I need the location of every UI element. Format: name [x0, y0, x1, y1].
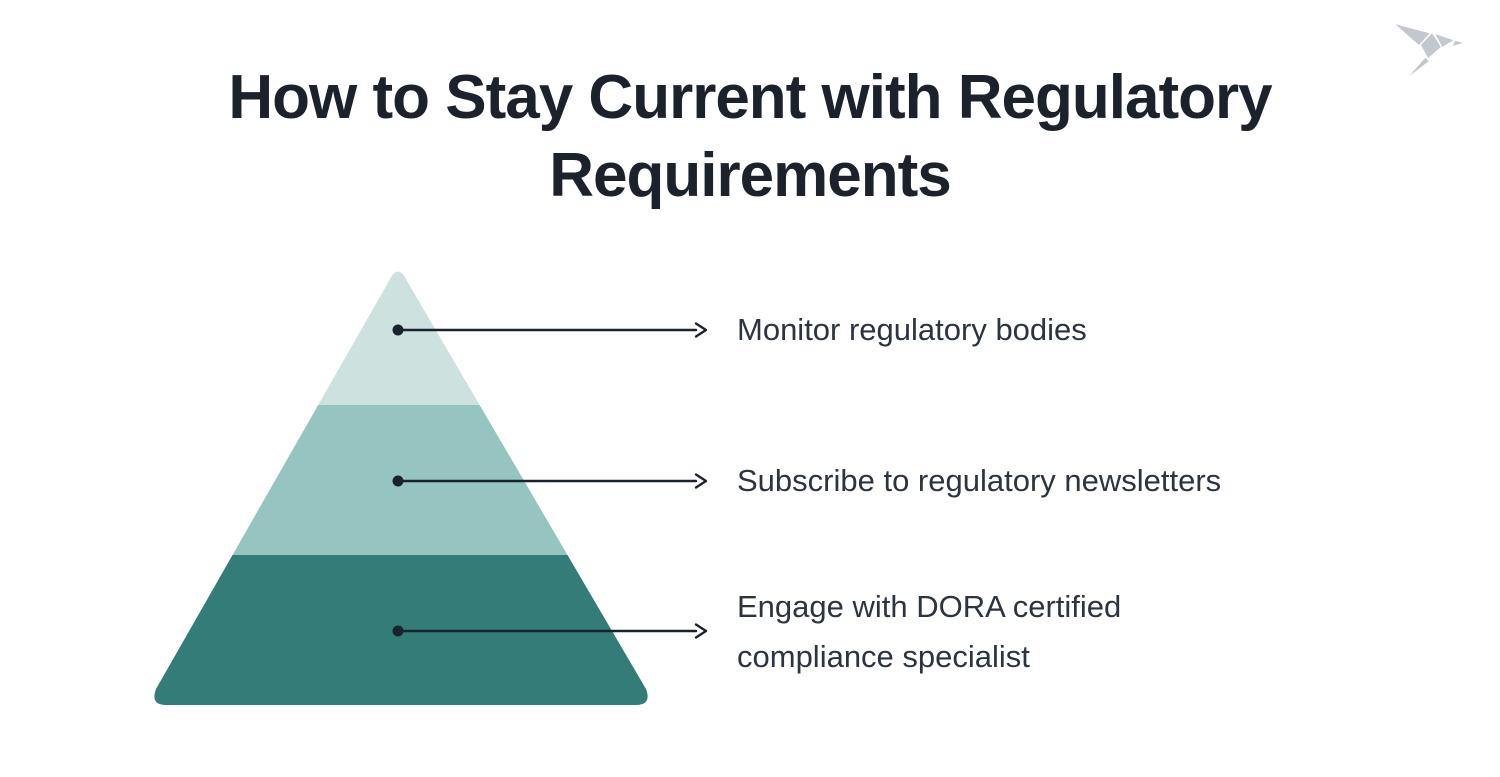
- label-engage-dora-specialist: Engage with DORA certified compliance sp…: [737, 589, 1122, 674]
- page-title-line-2: Requirements: [549, 141, 951, 210]
- page-title-line-1: How to Stay Current with Regulatory: [228, 63, 1272, 132]
- pyramid-tier-top: [154, 271, 648, 405]
- pyramid-tier-middle: [154, 405, 648, 555]
- pyramid-diagram: [154, 271, 648, 705]
- label-subscribe-regulatory-newsletters: Subscribe to regulatory newsletters: [737, 463, 1222, 498]
- pyramid-tier-bottom: [154, 555, 648, 705]
- label-monitor-regulatory-bodies: Monitor regulatory bodies: [737, 312, 1087, 347]
- origami-bird-icon: [1392, 22, 1466, 82]
- page-title: How to Stay Current with Regulatory Requ…: [0, 59, 1500, 215]
